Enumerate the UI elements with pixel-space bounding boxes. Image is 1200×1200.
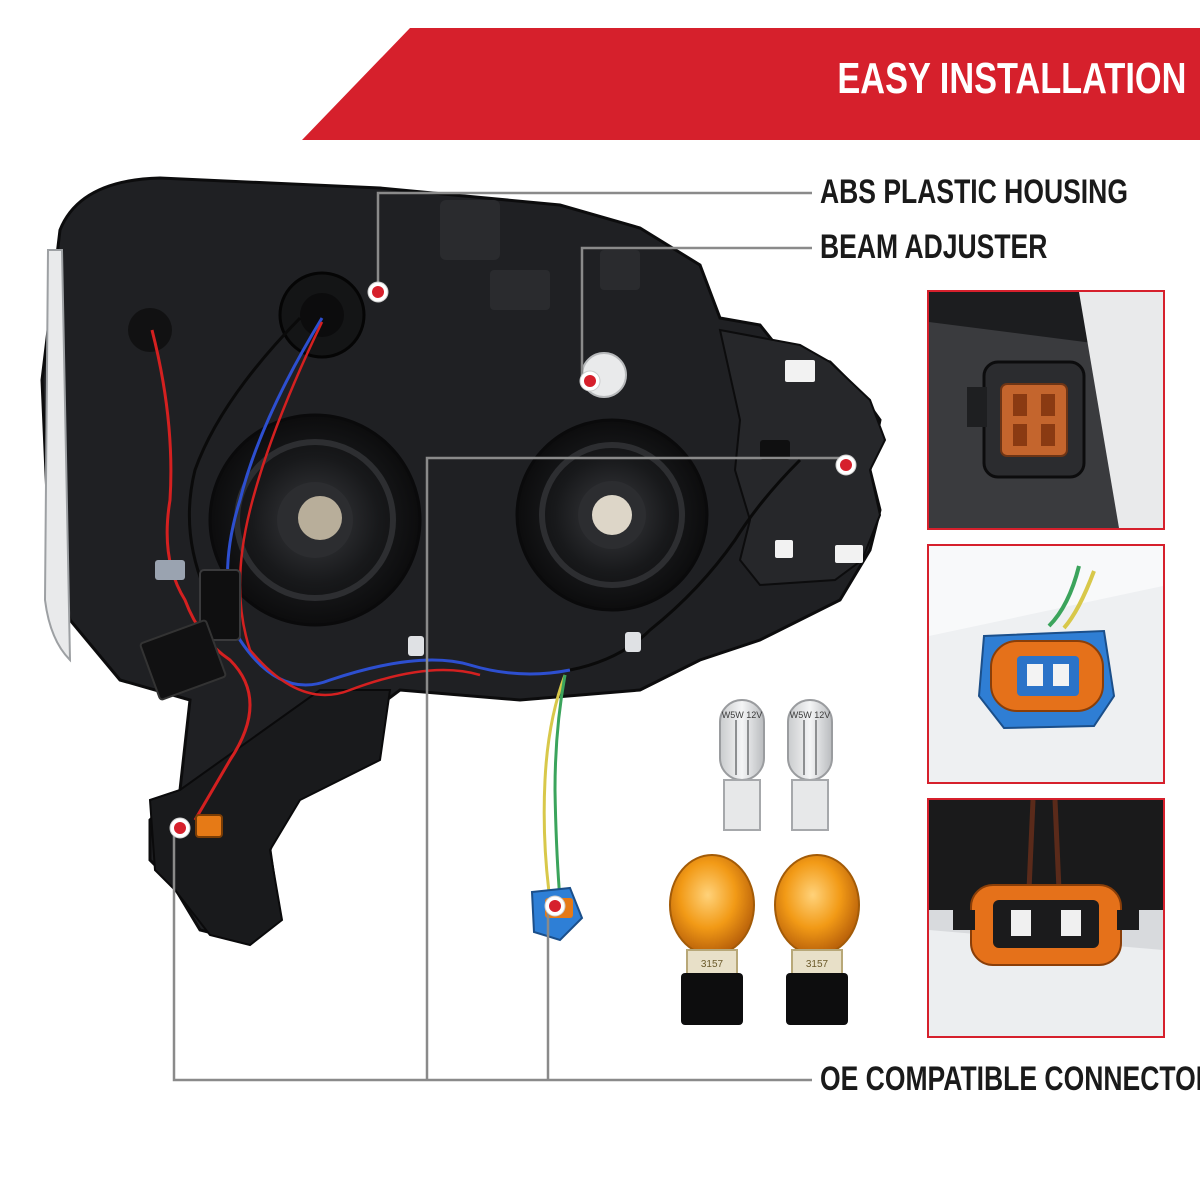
label-abs-plastic-housing: ABS PLASTIC HOUSING (820, 173, 1128, 211)
bulb-label: 3157 (701, 959, 724, 970)
small-bulb-right: W5W 12V (787, 699, 833, 831)
connector-closeup-2 (929, 546, 1163, 782)
amber-bulb-left: 3157 (669, 854, 755, 1025)
detail-panel-connector-2 (927, 544, 1165, 784)
label-oe-compatible-connectors: OE COMPATIBLE CONNECTORS (820, 1060, 1200, 1098)
header-banner (302, 28, 1200, 140)
amber-bulb-right: 3157 (774, 854, 860, 1025)
bulb-label: W5W 12V (790, 710, 831, 720)
leader-lines (172, 191, 846, 1082)
headlight-housing (40, 176, 887, 947)
bulb-label: W5W 12V (722, 710, 763, 720)
connector-closeup-3 (929, 800, 1163, 1036)
bulb-label: 3157 (806, 959, 829, 970)
small-bulb-left: W5W 12V (719, 699, 765, 831)
detail-panel-connector-1 (927, 290, 1165, 530)
detail-panel-connector-3 (927, 798, 1165, 1038)
banner-title: EASY INSTALLATION (837, 54, 1186, 103)
callout-dots (169, 281, 857, 917)
label-beam-adjuster: BEAM ADJUSTER (820, 228, 1048, 266)
connector-closeup-1 (929, 292, 1163, 528)
